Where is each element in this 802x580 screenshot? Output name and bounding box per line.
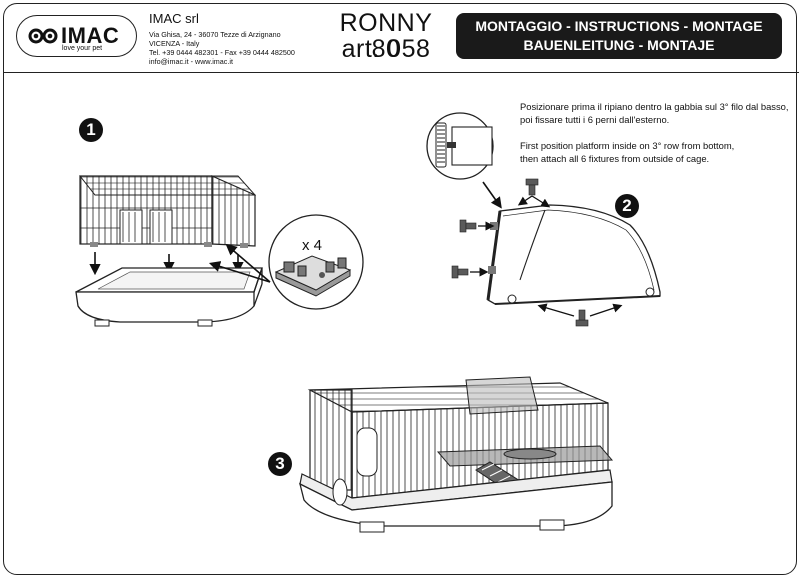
step-3-assembled-cage — [299, 376, 614, 533]
step-2-note-en-line-1: First position platform inside on 3° row… — [520, 140, 735, 151]
logo-brand: IMAC — [61, 23, 120, 48]
imac-logo: IMAC love your pet — [16, 15, 137, 57]
step-1-number: 1 — [79, 118, 103, 142]
step-3-number: 3 — [268, 452, 292, 476]
banner-line-2: BAUENLEITUNG - MONTAJE — [523, 37, 715, 53]
owl-eyes-icon — [28, 28, 58, 44]
company-address-line: VICENZA - Italy — [149, 39, 200, 48]
company-phone-line: Tel. +39 0444 482301 - Fax +39 0444 4825… — [149, 48, 295, 57]
banner-line-1: MONTAGGIO - INSTRUCTIONS - MONTAGE — [475, 18, 763, 34]
instruction-sheet-border — [3, 3, 797, 575]
cage-top-grid — [78, 175, 257, 248]
instructions-banner: MONTAGGIO - INSTRUCTIONS - MONTAGE BAUEN… — [456, 13, 782, 59]
company-web-line: info@imac.it - www.imac.it — [149, 57, 233, 66]
product-article: art. 058 — [341, 35, 431, 63]
step-2-illustration — [426, 112, 661, 327]
header-divider — [3, 72, 799, 73]
step-2-number: 2 — [615, 194, 639, 218]
clip-quantity-label: x 4 — [302, 237, 323, 254]
step-2-note-it-line-1: Posizionare prima il ripiano dentro la g… — [520, 101, 789, 112]
clip-detail-callout — [268, 214, 364, 310]
cage-base-tray — [75, 267, 263, 327]
company-address-line: Via Ghisa, 24 - 36070 Tezze di Arzignano — [149, 30, 281, 39]
logo-slogan: love your pet — [62, 45, 103, 52]
company-name: IMAC srl — [149, 11, 199, 26]
product-name: RONNY 80 — [339, 9, 433, 63]
step-2-note-en-line-2: then attach all 6 fixtures from outside … — [520, 153, 710, 164]
step-2-note-it-line-2: poi fissare tutti i 6 perni dall'esterno… — [520, 114, 670, 125]
